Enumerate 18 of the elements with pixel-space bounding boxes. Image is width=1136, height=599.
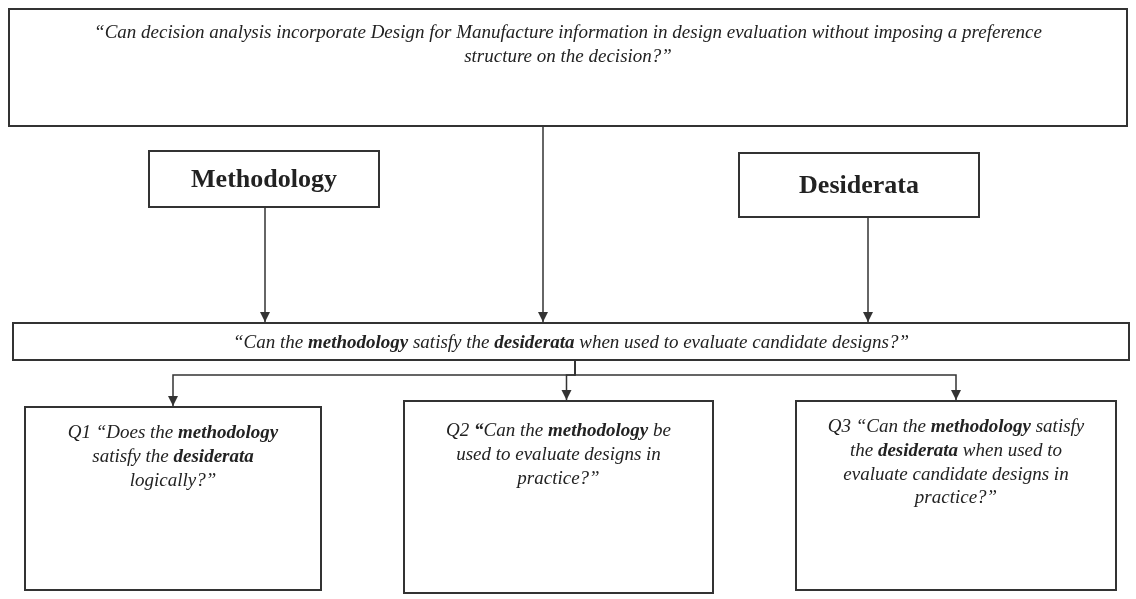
arrow (862, 217, 874, 323)
heading: Methodology (191, 162, 337, 195)
question-text: Q2 “Can the methodology be used to evaluate designs in practice?” (445, 418, 672, 490)
arrow (259, 207, 271, 323)
heading: Desiderata (799, 168, 919, 201)
text-box (24, 406, 322, 591)
question-text: “Can decision analysis incorporate Design for Manufacture information in design evaluation without imposing a preference structure on the decision?” (93, 20, 1043, 68)
question-text: “Can the methodology satisfy the desiderata when used to evaluate candidate designs?” (232, 329, 909, 354)
text-box (148, 150, 380, 208)
arrow (574, 360, 962, 401)
question-text: Q3 “Can the methodology satisfy the desiderata when used to evaluate candidate designs in practice?” (827, 414, 1085, 509)
text-box (795, 400, 1117, 591)
text-box (8, 8, 1128, 127)
arrow (537, 126, 549, 323)
text-box (403, 400, 714, 594)
text-box (738, 152, 980, 218)
text-box (12, 322, 1130, 361)
question-text: Q1 “Does the methodology satisfy the desiderata logically?” (66, 420, 280, 492)
